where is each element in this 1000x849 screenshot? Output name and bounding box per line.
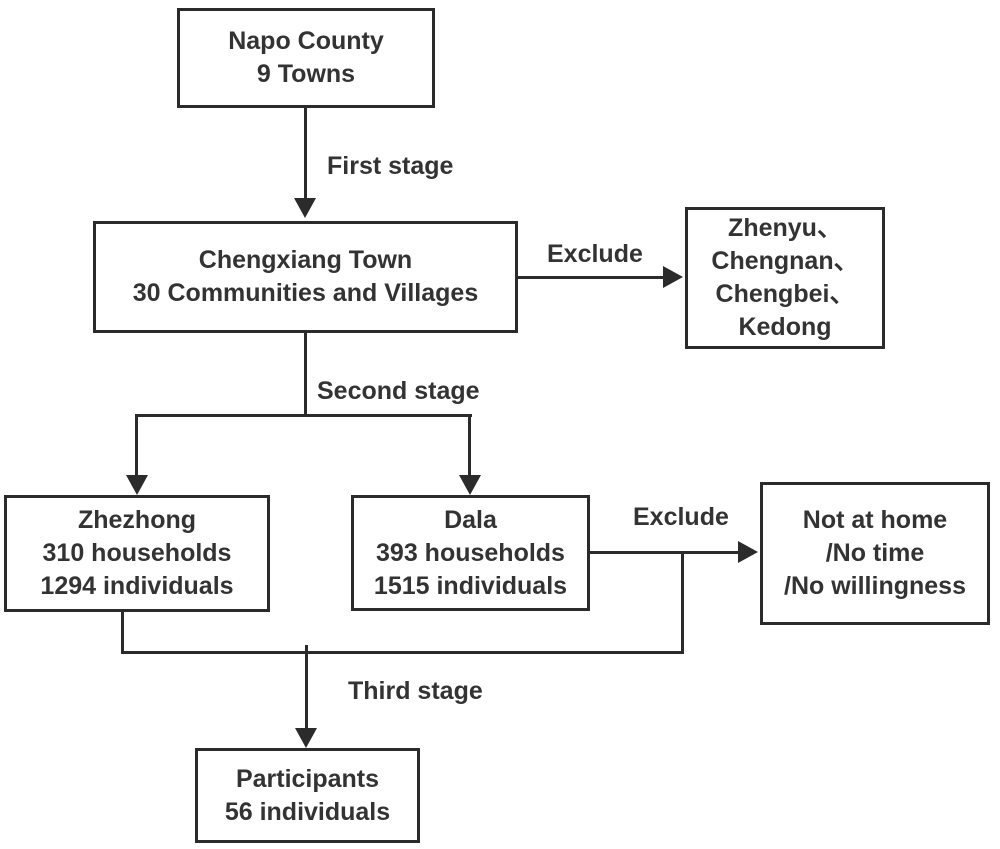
node-line: 393 households — [376, 538, 565, 567]
label-first-stage: First stage — [327, 152, 454, 180]
connector-to-dala — [468, 414, 471, 476]
label-exclude-top: Exclude — [547, 240, 643, 268]
node-line: /No willingness — [784, 572, 966, 600]
connector-exclude-top-line — [518, 276, 665, 279]
node-line: Zhenyu、 — [728, 214, 842, 242]
node-line: /No time — [825, 539, 925, 567]
node-line: Chengxiang Town — [198, 246, 413, 274]
arrowhead-down-icon — [294, 198, 316, 218]
node-line: 56 individuals — [224, 797, 391, 826]
connector-second-stage-stem — [304, 333, 307, 417]
node-excluded-towns: Zhenyu、 Chengnan、 Chengbei、 Kedong — [685, 207, 885, 349]
node-line: 1294 individuals — [40, 572, 234, 600]
connector-second-stage-branch — [135, 414, 472, 417]
arrowhead-down-icon — [459, 475, 481, 495]
node-line: Dala — [444, 505, 497, 534]
node-chengxiang-town: Chengxiang Town 30 Communities and Villa… — [93, 221, 518, 333]
node-line: Chengbei、 — [715, 280, 855, 308]
connector-exclude-down — [681, 551, 684, 654]
arrowhead-right-icon — [663, 266, 683, 288]
label-exclude-bottom: Exclude — [633, 503, 729, 531]
node-line: Kedong — [738, 313, 832, 341]
node-line: Not at home — [802, 506, 948, 534]
connector-third-stage-line — [305, 645, 308, 730]
node-zhezhong: Zhezhong 310 households 1294 individuals — [4, 495, 270, 612]
node-line: Zhezhong — [77, 506, 197, 534]
node-participants: Participants 56 individuals — [195, 748, 420, 843]
node-line: 9 Towns — [256, 60, 356, 88]
node-excluded-reasons: Not at home /No time /No willingness — [760, 482, 990, 625]
node-dala: Dala 393 households 1515 individuals — [351, 495, 590, 611]
connector-zhezhong-down — [121, 612, 124, 654]
node-line: 30 Communities and Villages — [132, 279, 479, 307]
arrowhead-down-icon — [295, 728, 317, 748]
label-third-stage: Third stage — [348, 677, 483, 705]
connector-merge-line — [121, 651, 684, 654]
connector-exclude-bottom-line — [590, 551, 740, 554]
label-second-stage: Second stage — [317, 377, 480, 405]
arrowhead-right-icon — [738, 541, 758, 563]
node-line: Napo County — [228, 27, 384, 55]
connector-to-zhezhong — [135, 414, 138, 476]
node-line: 310 households — [42, 539, 232, 567]
node-line: 1515 individuals — [373, 571, 568, 600]
node-line: Participants — [235, 764, 380, 793]
arrowhead-down-icon — [126, 475, 148, 495]
node-napo-county: Napo County 9 Towns — [177, 8, 435, 108]
connector-first-stage-line — [304, 108, 307, 200]
node-line: Chengnan、 — [711, 247, 859, 275]
